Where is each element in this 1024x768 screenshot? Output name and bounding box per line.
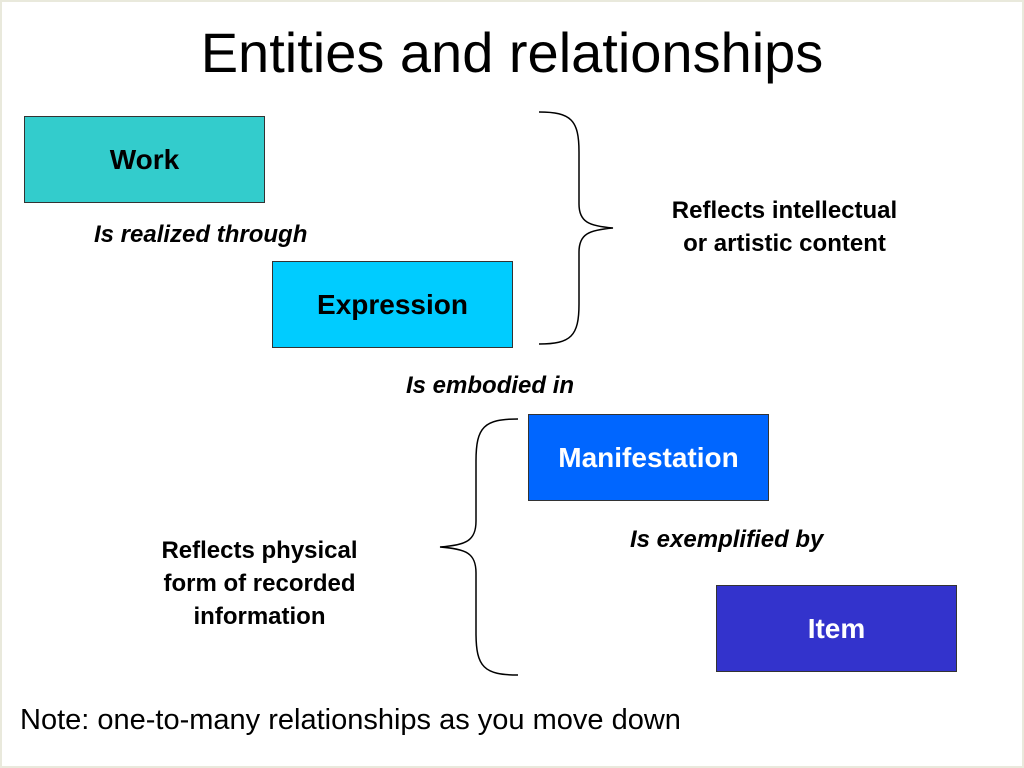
entity-item-label: Item: [807, 612, 866, 644]
entity-work-box: Work: [24, 116, 265, 203]
entity-expression-label: Expression: [317, 288, 468, 320]
group-physical-label: Reflects physical form of recorded infor…: [122, 534, 397, 633]
group-intellectual-label: Reflects intellectual or artistic conten…: [632, 194, 937, 260]
entity-manifestation-box: Manifestation: [528, 414, 769, 501]
group-intellectual-line-2: or artistic content: [683, 230, 886, 257]
right-curly-brace: [538, 111, 614, 345]
entity-work-label: Work: [109, 143, 180, 175]
slide-title: Entities and relationships: [200, 21, 824, 84]
entity-item-box: Item: [716, 585, 957, 672]
group-intellectual-line-1: Reflects intellectual: [671, 197, 898, 224]
left-curly-brace: [439, 418, 519, 676]
group-physical-line-3: information: [193, 603, 326, 630]
group-physical-line-2: form of recorded: [163, 570, 356, 597]
relationship-exemplified-label: Is exemplified by: [630, 526, 824, 553]
entity-manifestation-label: Manifestation: [558, 441, 739, 473]
relationship-realized-label: Is realized through: [94, 221, 308, 248]
group-physical-line-1: Reflects physical: [161, 537, 358, 564]
footnote: Note: one-to-many relationships as you m…: [20, 704, 681, 736]
entity-expression-box: Expression: [272, 261, 513, 348]
relationship-embodied-label: Is embodied in: [406, 372, 575, 399]
